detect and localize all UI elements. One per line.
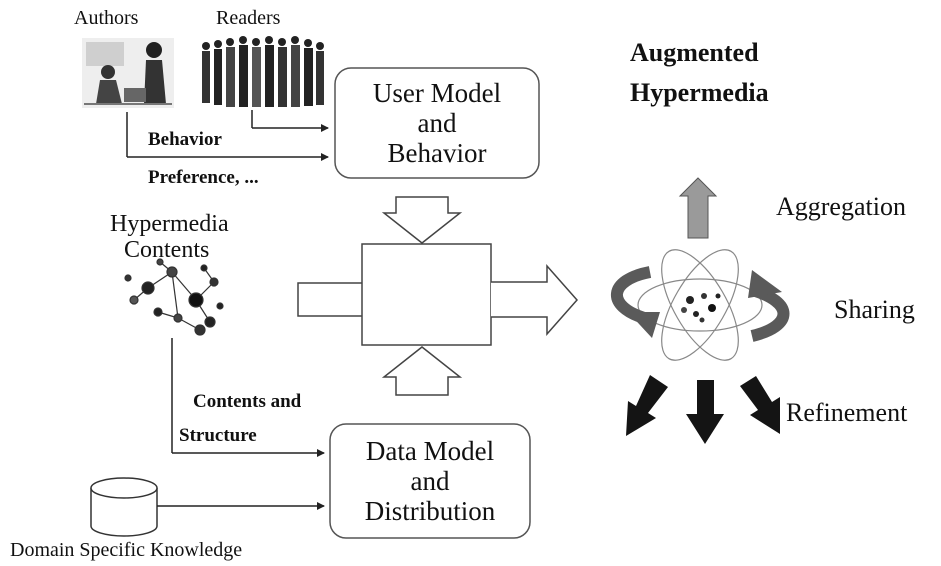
- data-model-line1: Data Model: [365, 435, 495, 466]
- refinement-label: Refinement: [786, 398, 908, 427]
- refinement-arrow-right: [740, 376, 780, 434]
- readers-illustration: [202, 36, 324, 107]
- data-model-box: [329, 423, 531, 539]
- data-model-text: Data Model and Distribution: [330, 424, 530, 538]
- authors-illustration: [82, 38, 174, 108]
- behavior-connectors: [126, 110, 329, 161]
- augmented-label-line1: Augmented: [630, 38, 759, 67]
- data-model-line2: and: [410, 465, 450, 496]
- right-output-arrow: [491, 264, 579, 336]
- up-arrow-from-data-model: [381, 346, 463, 396]
- authors-label: Authors: [74, 7, 139, 29]
- contents-structure-line2: Structure: [179, 425, 257, 446]
- left-input-arrow: [297, 282, 362, 317]
- hypermedia-network-icon: [124, 258, 224, 336]
- refinement-arrow-center: [686, 380, 724, 444]
- contents-structure-line1: Contents and: [193, 391, 302, 412]
- data-model-line3: Distribution: [364, 496, 496, 527]
- central-box: [361, 243, 492, 346]
- aggregation-label: Aggregation: [776, 192, 906, 221]
- readers-label: Readers: [216, 7, 281, 29]
- augmented-hypermedia-core: [637, 249, 763, 361]
- augmented-label-line2: Hypermedia: [630, 78, 769, 107]
- database-icon: [90, 477, 158, 537]
- hypermedia-label-line1: Hypermedia: [110, 211, 229, 237]
- sharing-label: Sharing: [834, 295, 915, 324]
- user-model-line2: and: [417, 107, 457, 138]
- aggregation-arrow: [678, 177, 718, 239]
- user-model-text: User Model and Behavior: [335, 68, 539, 178]
- behavior-label: Behavior: [148, 129, 222, 150]
- user-model-box: [334, 67, 540, 179]
- user-model-line3: Behavior: [387, 138, 487, 169]
- hypermedia-label-line2: Contents: [124, 237, 210, 263]
- refinement-arrow-left: [626, 375, 668, 436]
- preference-label: Preference, ...: [148, 167, 259, 188]
- domain-knowledge-label: Domain Specific Knowledge: [10, 539, 243, 561]
- down-arrow-from-user-model: [381, 196, 463, 244]
- sharing-rotation-arrows: [611, 266, 790, 342]
- user-model-line1: User Model: [372, 77, 502, 108]
